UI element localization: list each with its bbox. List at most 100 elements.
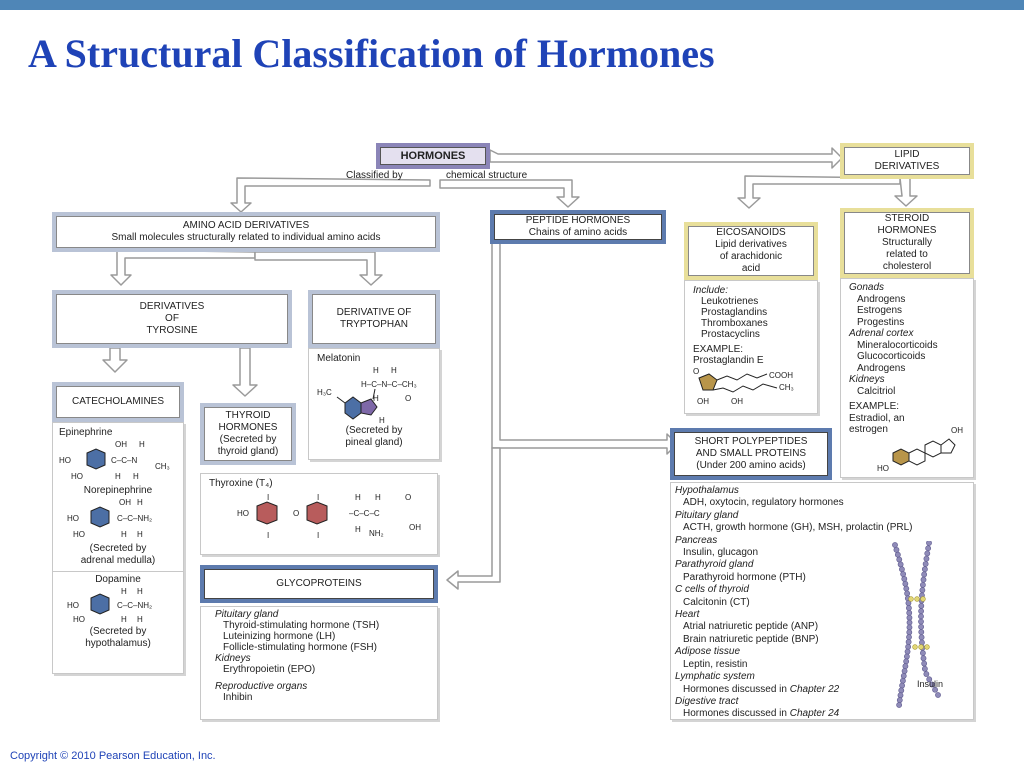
melatonin-secreted-line1: (Secreted by <box>345 425 403 436</box>
insulin-bead <box>897 561 904 568</box>
svg-text:H: H <box>373 394 379 403</box>
svg-text:O: O <box>405 394 411 403</box>
svg-text:H₃C: H₃C <box>317 388 332 397</box>
amino-acid-derivatives-box: AMINO ACID DERIVATIVES Small molecules s… <box>52 212 440 252</box>
svg-text:H: H <box>355 525 361 534</box>
svg-text:H: H <box>121 530 127 539</box>
dopa-secreted-line1: (Secreted by <box>89 626 147 637</box>
steroid-example-label: EXAMPLE: <box>849 401 900 412</box>
insulin-bead <box>902 663 909 670</box>
disulfide-bond <box>912 644 918 650</box>
arrow-to-tryptophan <box>254 251 383 286</box>
lipid-line1: LIPID <box>894 149 920 160</box>
svg-text:H: H <box>139 440 145 449</box>
peptide-source: Hypothalamus <box>675 485 739 496</box>
peptide-item-text: Hormones discussed in <box>683 683 790 695</box>
svg-text:H: H <box>375 493 381 502</box>
short-peptides-panel: Hypothalamus ADH, oxytocin, regulatory h… <box>670 482 974 720</box>
classified-by-label: Classified by <box>346 170 403 181</box>
tyrosine-derivatives-box: DERIVATIVES OF TYROSINE <box>52 290 292 348</box>
svg-text:C–C–N: C–C–N <box>111 456 137 465</box>
insulin-bead <box>918 608 925 615</box>
svg-text:O: O <box>693 367 699 376</box>
steroid-example-line1: Estradiol, an <box>849 412 905 424</box>
eicosanoids-line4: acid <box>741 263 761 274</box>
steroid-example-line2: estrogen <box>849 424 888 435</box>
peptide-source: Pancreas <box>675 534 718 546</box>
insulin-bead <box>903 653 910 660</box>
insulin-bead <box>899 566 905 573</box>
steroid-item: Progestins <box>857 316 905 328</box>
insulin-bead <box>920 655 927 662</box>
insulin-bead <box>932 686 938 693</box>
page-title: A Structural Classification of Hormones <box>28 31 715 76</box>
svg-text:H: H <box>133 472 139 481</box>
insulin-bead <box>896 702 903 708</box>
eicosanoids-include: Include: <box>693 285 729 296</box>
eicosanoids-example-label: EXAMPLE: <box>693 344 744 355</box>
insulin-bead <box>923 671 930 677</box>
insulin-bead <box>898 687 905 694</box>
insulin-bead <box>899 682 905 689</box>
arrow-to-glycoproteins <box>446 447 501 590</box>
svg-text:HO: HO <box>237 509 249 518</box>
eicosanoid-item: Prostaglandins <box>701 307 768 318</box>
insulin-bead <box>904 590 911 597</box>
steroid-line5: cholesterol <box>882 261 932 272</box>
glyco-item-inhibin: Inhibin <box>223 692 253 703</box>
disulfide-bond <box>924 644 930 650</box>
svg-text:COOH: COOH <box>769 371 793 380</box>
arrow-amino-split <box>110 249 256 286</box>
insulin-bead <box>901 668 908 674</box>
arrow-to-amino <box>230 177 431 213</box>
norepinephrine-label: Norepinephrine <box>83 485 153 496</box>
svg-text:OH: OH <box>115 440 127 449</box>
disulfide-bond <box>920 596 926 602</box>
peptide-item: ACTH, growth hormone (GH), MSH, prolacti… <box>683 522 913 534</box>
insulin-bead <box>921 665 928 672</box>
thyroid-line4: thyroid gland) <box>217 446 279 457</box>
peptide-item-text: Hormones discussed in <box>683 708 790 720</box>
tryptophan-line2: TRYPTOPHAN <box>340 319 408 330</box>
norepi-secreted-line1: (Secreted by <box>89 543 147 554</box>
tyrosine-line3: TYROSINE <box>146 325 198 336</box>
lipid-line2: DERIVATIVES <box>874 161 940 172</box>
insulin-bead <box>921 566 928 573</box>
insulin-bead <box>926 541 932 546</box>
glyco-source-repro: Reproductive organs <box>215 681 308 692</box>
short-polypeptides-box: SHORT POLYPEPTIDES AND SMALL PROTEINS (U… <box>670 428 832 480</box>
norepi-secreted-line2: adrenal medulla) <box>80 555 156 566</box>
svg-text:OH: OH <box>951 427 963 435</box>
peptide-source: Heart <box>675 609 700 621</box>
steroid-source-gonads: Gonads <box>849 282 885 293</box>
eicosanoids-panel: Include: Leukotrienes Prostaglandins Thr… <box>684 280 818 414</box>
thyroid-hormones-box: THYROID HORMONES (Secreted by thyroid gl… <box>200 403 296 465</box>
eicosanoid-item: Prostacyclins <box>701 329 760 340</box>
steroid-source-adrenal: Adrenal cortex <box>849 328 914 339</box>
peptide-subtitle: Chains of amino acids <box>528 227 628 238</box>
insulin-bead <box>906 619 913 626</box>
disulfide-bond <box>914 596 920 602</box>
svg-text:HO: HO <box>73 530 85 539</box>
insulin-bead <box>904 648 911 655</box>
svg-text:C–C–NH₂: C–C–NH₂ <box>117 514 152 523</box>
insulin-bead <box>920 582 926 588</box>
dopamine-label: Dopamine <box>95 574 141 585</box>
svg-text:H: H <box>137 498 143 507</box>
insulin-bead <box>919 587 926 594</box>
svg-text:CH₃: CH₃ <box>779 383 794 392</box>
insulin-bead <box>893 546 900 553</box>
peptide-item: Brain natriuretic peptide (BNP) <box>683 633 819 645</box>
short-peptides-line2: AND SMALL PROTEINS <box>695 448 807 459</box>
insulin-bead <box>922 561 929 567</box>
insulin-bead <box>902 580 909 587</box>
svg-text:OH: OH <box>697 397 709 406</box>
peptide-item: Hormones discussed in Chapter 24 <box>675 708 969 720</box>
steroid-item: Calcitriol <box>857 385 896 397</box>
insulin-bead <box>892 542 898 548</box>
